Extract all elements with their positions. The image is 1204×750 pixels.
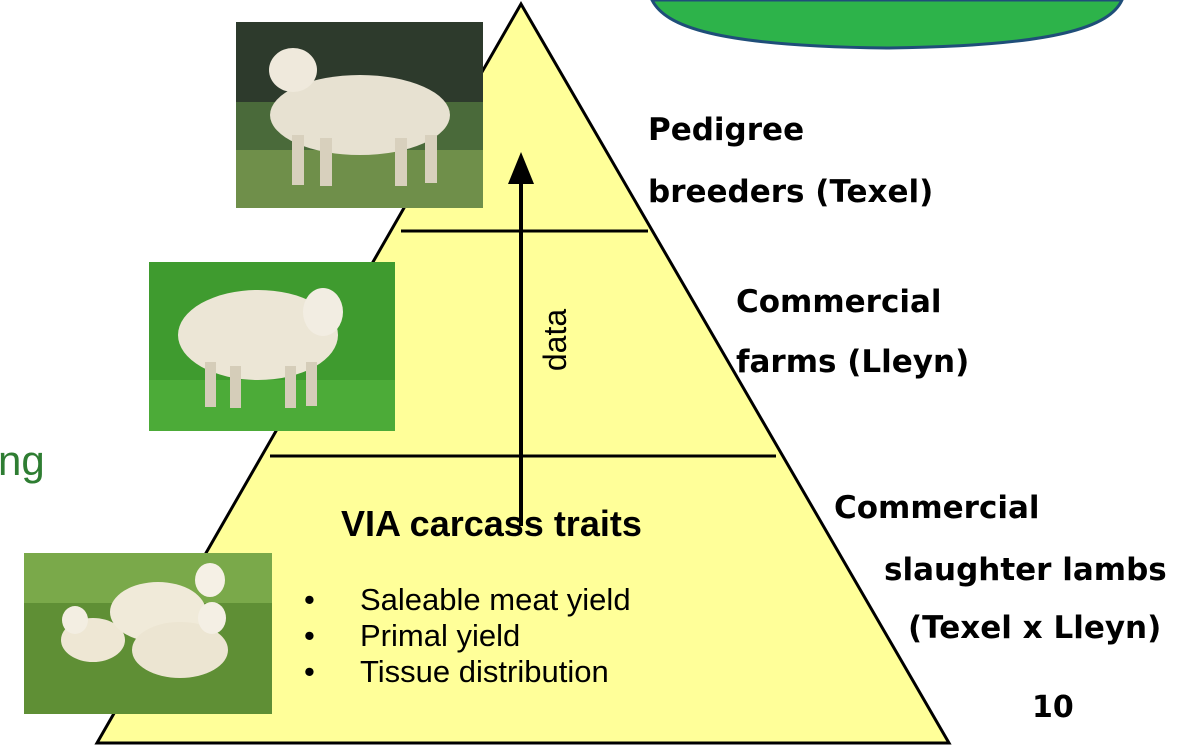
list-item: •Saleable meat yield — [300, 582, 631, 618]
base-title: VIA carcass traits — [341, 502, 642, 546]
page-number: 10 — [1032, 688, 1074, 728]
data-arrow-label: data — [537, 309, 573, 371]
trait-label: Primal yield — [360, 618, 520, 653]
tier-label-slaughter-line2: slaughter lambs — [884, 548, 1167, 592]
trait-list: •Saleable meat yield •Primal yield •Tiss… — [300, 582, 631, 690]
tier-label-slaughter-line1: Commercial — [834, 486, 1040, 530]
tier-label-commercial-farms-line1: Commercial — [736, 280, 942, 324]
partial-green-text: ng — [0, 436, 45, 486]
list-item: •Tissue distribution — [300, 654, 631, 690]
list-item: •Primal yield — [300, 618, 631, 654]
lambs-photo — [24, 553, 272, 714]
texel-ram-photo — [236, 22, 483, 208]
tier-label-slaughter-line3: (Texel x Lleyn) — [908, 606, 1161, 650]
trait-label: Saleable meat yield — [360, 582, 631, 617]
green-badge — [652, 0, 1122, 48]
trait-label: Tissue distribution — [360, 654, 609, 689]
lleyn-ewe-photo — [149, 262, 395, 431]
tier-label-pedigree-line1: Pedigree — [648, 108, 804, 152]
tier-label-commercial-farms-line2: farms (Lleyn) — [736, 340, 969, 384]
tier-label-pedigree-line2: breeders (Texel) — [648, 170, 933, 214]
